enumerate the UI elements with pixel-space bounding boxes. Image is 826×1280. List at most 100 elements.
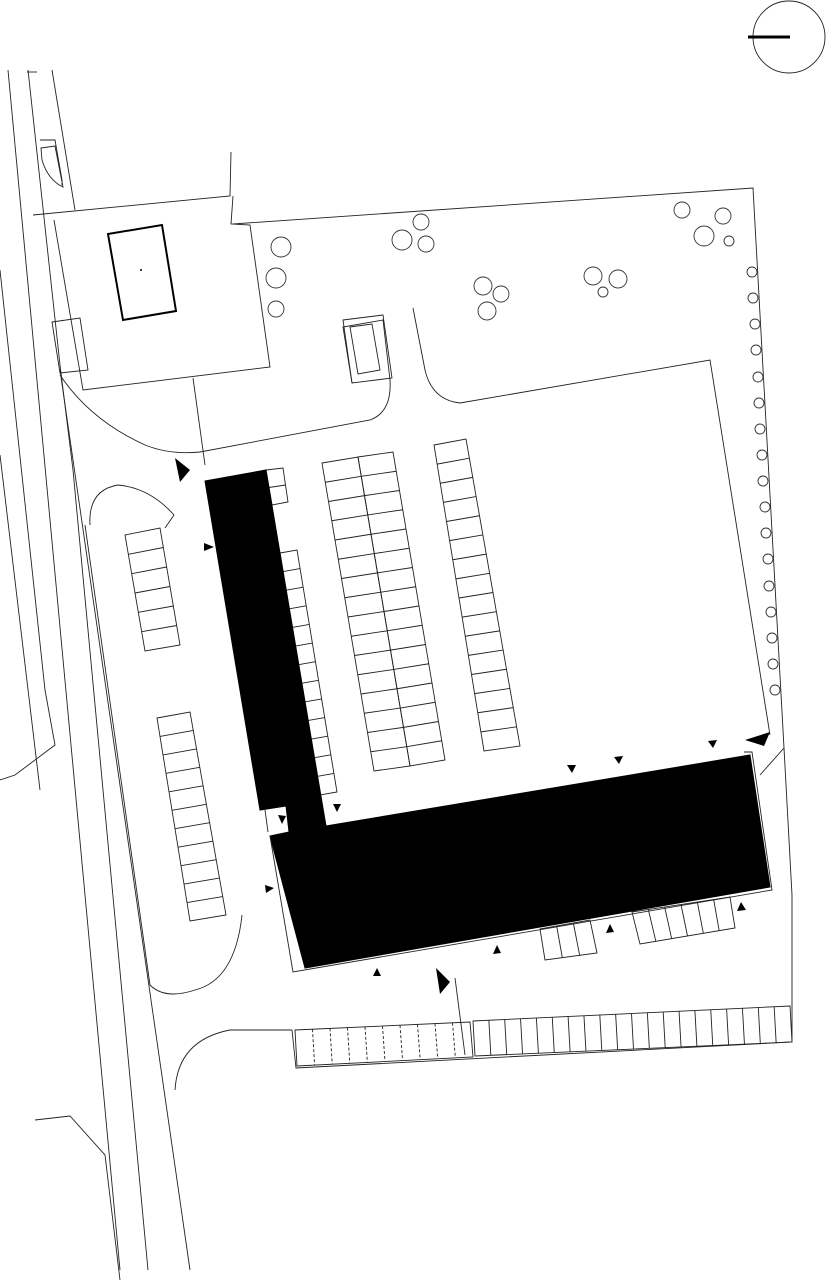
parking-stall-divider	[465, 630, 500, 637]
parking-stall-divider	[471, 668, 507, 675]
parking-stall-divider	[757, 1007, 761, 1044]
parking-stall-divider	[168, 785, 204, 793]
entrance-arrow-icon	[606, 924, 614, 933]
parking-stall-divider	[535, 1017, 539, 1054]
tree-icon	[747, 292, 759, 304]
parking-stall-divider	[289, 605, 307, 610]
parking-stall-divider	[329, 1028, 333, 1065]
parking-stall-divider	[710, 1009, 714, 1046]
main-road	[0, 69, 191, 1280]
entrance-arrow-icon	[333, 804, 341, 812]
parking-stall-divider	[312, 1029, 316, 1066]
parking-stall-divider	[551, 1017, 555, 1053]
parking-stall-divider	[183, 877, 220, 885]
tree-icon	[265, 267, 287, 289]
parking-stall-divider	[307, 717, 325, 721]
parking-stall-divider	[354, 649, 391, 656]
parking-stall-divider	[434, 1023, 439, 1059]
parking-stall-divider	[437, 457, 470, 465]
parking-row	[539, 919, 598, 961]
parking-stall-divider	[680, 904, 688, 937]
parking-stall-divider	[713, 899, 720, 931]
entrance-arrow-icon	[278, 815, 286, 824]
parking-stall-divider	[399, 1025, 404, 1061]
parking-stall-divider	[364, 490, 400, 497]
parking-stall-divider	[325, 475, 362, 483]
tree-icon	[492, 285, 510, 303]
parking-row	[294, 1021, 474, 1067]
entrance-arrow-icon	[436, 968, 450, 994]
parking-stall-divider	[310, 735, 328, 740]
parking-stall-divider	[382, 1025, 386, 1062]
tree-icon	[769, 684, 781, 696]
entrance-arrow-icon	[204, 543, 214, 551]
tree-icon	[754, 423, 766, 435]
parking-stall-divider	[268, 484, 286, 488]
parking-stall-divider	[367, 726, 404, 733]
parking-stall-divider	[694, 1010, 698, 1047]
parking-stall-divider	[370, 528, 407, 535]
parking-stall-divider	[313, 754, 331, 759]
parking-stall-divider	[440, 476, 473, 484]
parking-stall-divider	[292, 624, 310, 628]
tree-icon	[750, 344, 762, 356]
entrance-arrow-icon	[708, 740, 717, 748]
parking-stall-divider	[341, 572, 378, 579]
tree-icon	[723, 235, 735, 247]
parking-stall-divider	[742, 1008, 745, 1045]
parking-stall-divider	[344, 591, 381, 599]
parking-stall-divider	[646, 1012, 650, 1049]
parking-stall-divider	[360, 688, 398, 695]
parking-stall-divider	[599, 1014, 603, 1051]
tree-icon	[756, 449, 768, 461]
tree-icon	[714, 207, 732, 225]
parking-stall-divider	[446, 515, 480, 522]
parking-stall-divider	[462, 611, 497, 618]
parking-stall-divider	[295, 642, 313, 647]
entrance-arrow-icon	[614, 756, 623, 764]
parking-stall-divider	[458, 592, 494, 599]
tree-icon	[767, 658, 779, 670]
tree-icon	[759, 501, 771, 513]
parking-row	[357, 451, 446, 767]
parking-stall-divider	[396, 682, 433, 690]
parking-stall-divider	[480, 726, 517, 733]
parking-stall-divider	[678, 1011, 682, 1047]
school-building	[204, 469, 771, 969]
parking-stall-divider	[449, 534, 483, 542]
parking-row	[631, 896, 736, 945]
parking-stall-divider	[647, 909, 657, 942]
tree-icon	[753, 397, 765, 409]
parking-stall-divider	[367, 509, 403, 516]
parking-stall-divider	[328, 495, 365, 502]
parking-stall-divider	[662, 1011, 666, 1048]
parking-stall-divider	[138, 605, 174, 613]
parking-stall-divider	[334, 533, 372, 541]
parking-stall-divider	[477, 707, 514, 714]
tree-icon	[391, 229, 413, 251]
parking-stall-divider	[488, 1020, 492, 1056]
parking-stall-divider	[338, 553, 375, 560]
tree-icon	[766, 632, 778, 644]
parking-stall-divider	[316, 772, 335, 777]
parking-stall-divider	[364, 1026, 368, 1063]
parking-stall-divider	[443, 496, 477, 503]
parking-stall-divider	[347, 1027, 351, 1064]
parking-stall-divider	[301, 679, 319, 684]
entrance-arrow-icon	[745, 732, 770, 746]
tree-icon	[763, 580, 775, 592]
parking-stall-divider	[361, 470, 397, 477]
parking-stall-divider	[455, 572, 490, 580]
parking-stall-divider	[177, 840, 213, 848]
parking-stall-divider	[726, 1008, 730, 1045]
parking-stall-divider	[159, 730, 194, 737]
parking-stall-divider	[134, 586, 171, 594]
tree-icon	[417, 235, 435, 253]
parking-stall-divider	[141, 625, 177, 633]
parking-stall-divider	[406, 740, 442, 748]
parking-stall-divider	[664, 906, 673, 939]
parking-stall-divider	[452, 553, 487, 561]
tree-icon	[752, 371, 764, 383]
parking-stall-divider	[504, 1019, 508, 1055]
parking-row	[321, 456, 411, 772]
